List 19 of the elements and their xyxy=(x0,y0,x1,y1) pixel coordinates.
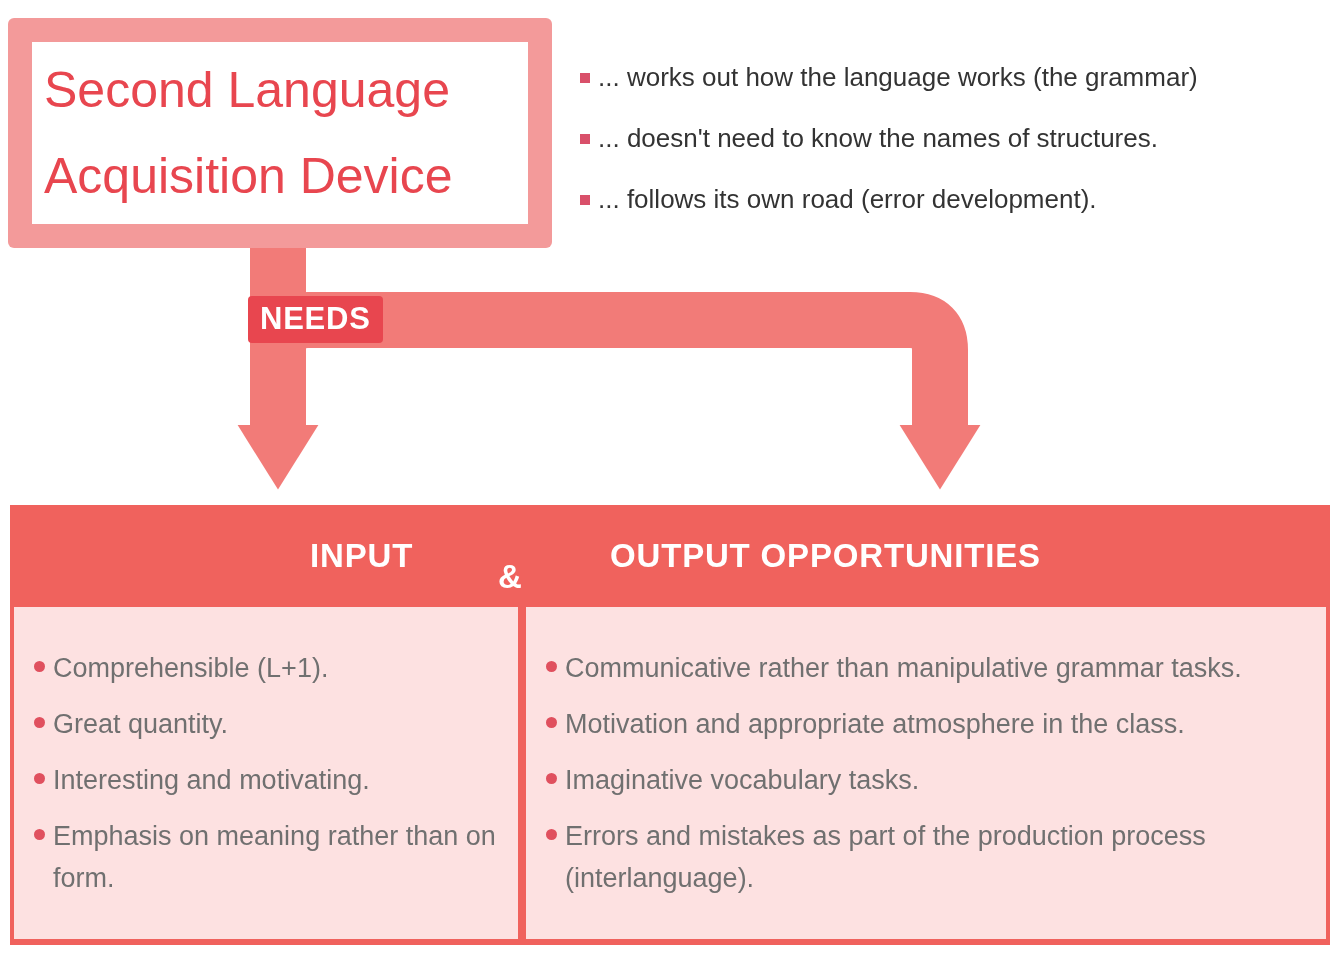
bullet-text: Imaginative vocabulary tasks. xyxy=(565,764,920,797)
title-frame xyxy=(8,18,552,248)
bullet-text: Communicative rather than manipulative grammar tasks. xyxy=(565,652,1242,685)
bullet-text: Great quantity. xyxy=(53,708,229,741)
feature-text: ... works out how the language works (the grammar) xyxy=(598,61,1198,94)
title-text: Second Language Acquisition Device xyxy=(44,61,454,206)
column-heading: OUTPUT OPPORTUNITIES xyxy=(610,536,1041,577)
column-panel xyxy=(10,505,522,945)
bullet-text: Interesting and motivating. xyxy=(53,764,370,797)
feature-text: ... doesn't need to know the names of structures. xyxy=(598,122,1158,155)
bullet-text: Comprehensible (L+1). xyxy=(53,652,329,685)
column-panel xyxy=(522,505,1330,945)
bullet-text: Motivation and appropriate atmosphere in the class. xyxy=(565,708,1185,741)
feature-text: ... follows its own road (error development). xyxy=(598,183,1097,216)
edge-label: NEEDS xyxy=(248,296,383,343)
column-heading: INPUT xyxy=(310,536,414,577)
bullet-text: Errors and mistakes as part of the production process (interlanguage). xyxy=(565,820,1207,895)
ampersand-text: & xyxy=(498,557,522,597)
bullet-text: Emphasis on meaning rather than on form. xyxy=(53,820,497,895)
